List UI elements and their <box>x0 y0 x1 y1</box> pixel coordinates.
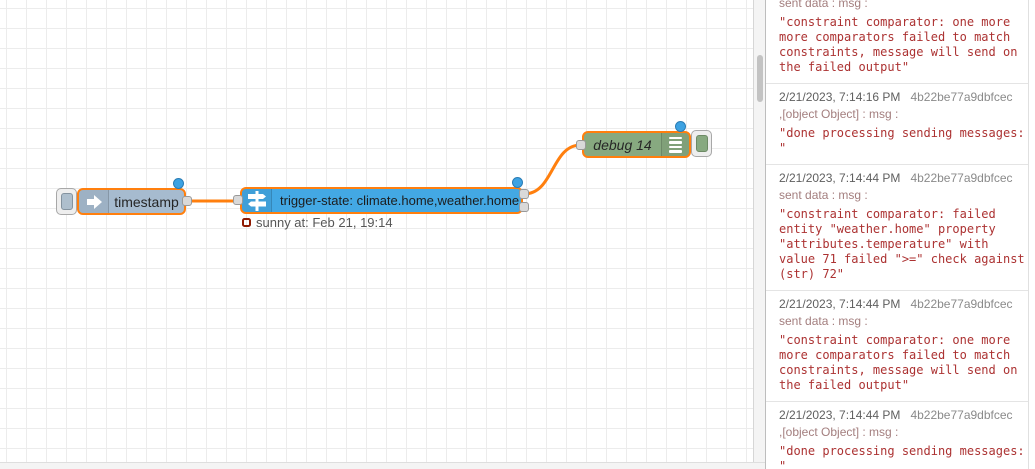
wire-trigger-to-debug[interactable] <box>523 143 582 196</box>
message-topic-path: sent data : msg : <box>779 314 868 328</box>
message-meta: 2/21/2023, 7:14:16 PM 4b22be77a9dbfcec <box>779 90 1026 105</box>
message-meta: 2/21/2023, 7:14:44 PM 4b22be77a9dbfcec <box>779 171 1026 186</box>
message-timestamp: 2/21/2023, 7:14:44 PM <box>779 171 901 185</box>
node-status: sunny at: Feb 21, 19:14 <box>242 215 393 230</box>
debug-message[interactable]: 2/21/2023, 7:14:44 PM 4b22be77a9dbfcec ,[… <box>766 402 1028 469</box>
debug-list-icon <box>669 136 682 153</box>
debug-input-port[interactable] <box>576 140 586 150</box>
inject-icon-region <box>79 190 109 213</box>
trigger-changed-badge <box>512 177 523 188</box>
canvas-vertical-scrollbar-thumb[interactable] <box>757 55 763 102</box>
debug-icon-region <box>661 133 689 156</box>
node-label: timestamp <box>114 193 179 210</box>
debug-toggle-button[interactable] <box>691 130 712 157</box>
message-payload[interactable]: "constraint comparator: failed entity "w… <box>779 207 1025 281</box>
message-meta: 2/21/2023, 7:14:44 PM 4b22be77a9dbfcec <box>779 297 1026 312</box>
wires-layer <box>187 143 582 203</box>
trigger-output-port-1[interactable] <box>519 189 529 199</box>
status-text: sunny at: Feb 21, 19:14 <box>256 215 393 230</box>
debug-message[interactable]: 2/21/2023, 7:14:16 PM 4b22be77a9dbfcec ,[… <box>766 84 1028 165</box>
message-timestamp: 2/21/2023, 7:14:44 PM <box>779 408 901 422</box>
debug-button-face <box>695 135 708 152</box>
debug-message[interactable]: 2/21/2023, 7:14:44 PM 4b22be77a9dbfcec se… <box>766 291 1028 402</box>
node-trigger-state[interactable]: trigger-state: climate.home,weather.home <box>240 187 523 214</box>
inject-trigger-button[interactable] <box>56 188 77 215</box>
message-topic-path: sent data : msg : <box>779 0 868 10</box>
signpost-icon <box>247 190 266 211</box>
trigger-input-port[interactable] <box>233 195 243 205</box>
debug-message[interactable]: sent data : msg : "constraint comparator… <box>766 0 1028 84</box>
message-meta: 2/21/2023, 7:14:44 PM 4b22be77a9dbfcec <box>779 408 1026 423</box>
trigger-icon-region <box>242 189 272 212</box>
node-inject-timestamp[interactable]: timestamp <box>77 188 186 215</box>
message-payload[interactable]: "done processing sending messages: " <box>779 126 1025 155</box>
node-label: trigger-state: climate.home,weather.home <box>280 193 520 208</box>
message-topic-path: sent data : msg : <box>779 188 868 202</box>
message-payload[interactable]: "constraint comparator: one more more co… <box>779 333 1025 392</box>
message-timestamp: 2/21/2023, 7:14:16 PM <box>779 90 901 104</box>
trigger-output-port-2[interactable] <box>519 202 529 212</box>
message-timestamp: 2/21/2023, 7:14:44 PM <box>779 297 901 311</box>
inject-button-face <box>60 193 73 210</box>
debug-changed-badge <box>675 121 686 132</box>
canvas-vertical-scrollbar[interactable] <box>753 0 765 462</box>
message-payload[interactable]: "done processing sending messages: " <box>779 444 1025 469</box>
debug-message-list: sent data : msg : "constraint comparator… <box>766 0 1028 469</box>
status-ring-icon <box>242 218 251 227</box>
message-node-id: 4b22be77a9dbfcec <box>910 408 1013 422</box>
canvas-horizontal-scrollbar[interactable] <box>0 462 765 469</box>
message-topic-path: ,[object Object] : msg : <box>779 107 899 121</box>
inject-changed-badge <box>173 178 184 189</box>
node-debug-14[interactable]: debug 14 <box>582 131 691 158</box>
inject-arrow-icon <box>86 194 102 209</box>
message-node-id: 4b22be77a9dbfcec <box>910 171 1013 185</box>
message-payload[interactable]: "constraint comparator: one more more co… <box>779 15 1025 74</box>
debug-message[interactable]: 2/21/2023, 7:14:44 PM 4b22be77a9dbfcec se… <box>766 165 1028 291</box>
message-node-id: 4b22be77a9dbfcec <box>910 90 1013 104</box>
node-label: debug 14 <box>593 136 652 153</box>
message-topic-path: ,[object Object] : msg : <box>779 425 899 439</box>
message-node-id: 4b22be77a9dbfcec <box>910 297 1013 311</box>
flow-canvas[interactable]: timestamp trigger-state: climate.home,we… <box>0 0 753 462</box>
debug-sidebar[interactable]: sent data : msg : "constraint comparator… <box>765 0 1035 469</box>
sidebar-gutter-line <box>1028 0 1029 469</box>
inject-output-port[interactable] <box>182 196 192 206</box>
